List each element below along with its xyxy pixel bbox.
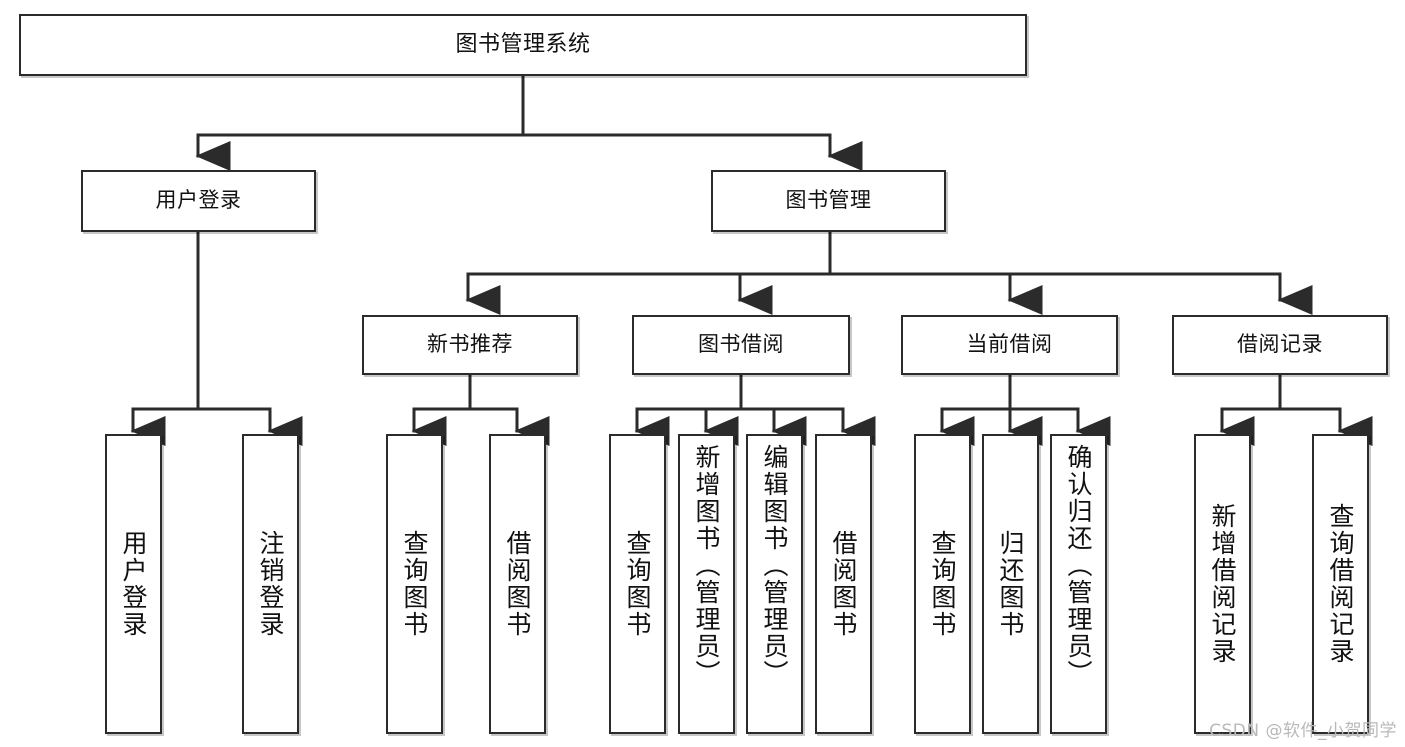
node-label: 当前借阅 [966,332,1053,357]
node-label: 查询图书 [928,530,957,638]
watermark-text: CSDN @软件_小贺同学 [1209,721,1397,741]
node-label: 图书管理 [785,188,872,213]
node-label: 查询图书 [400,530,429,638]
node-leaf-query-borrowing-record[interactable]: 查询借阅记录 [1312,434,1369,734]
node-leaf-add-borrowing-record[interactable]: 新增借阅记录 [1194,434,1251,734]
node-leaf-confirm-return-admin[interactable]: 确认归还（管理员） [1050,434,1107,734]
node-user-login[interactable]: 用户登录 [81,170,316,232]
node-leaf-user-login[interactable]: 用户登录 [105,434,162,734]
node-book-management[interactable]: 图书管理 [711,170,946,232]
node-label: 查询图书 [623,530,652,638]
node-book-management-system[interactable]: 图书管理系统 [19,14,1027,76]
node-new-book-recommendation[interactable]: 新书推荐 [362,315,578,375]
node-label: 新书推荐 [427,332,513,357]
node-label: 借阅图书 [503,530,532,638]
node-book-borrowing[interactable]: 图书借阅 [632,315,850,375]
node-leaf-return-book[interactable]: 归还图书 [982,434,1039,734]
node-label: 图书借阅 [698,332,784,357]
node-label: 注销登录 [256,530,285,638]
node-label: 借阅记录 [1237,332,1323,357]
node-label: 查询借阅记录 [1326,503,1355,665]
node-leaf-query-book-borrowing[interactable]: 查询图书 [609,434,666,734]
node-leaf-query-book-current[interactable]: 查询图书 [914,434,971,734]
node-label: 归还图书 [996,530,1025,638]
node-label: 新增借阅记录 [1208,503,1237,665]
node-label: 编辑图书（管理员） [760,444,789,687]
node-leaf-add-book-admin[interactable]: 新增图书（管理员） [678,434,735,734]
node-current-borrowing[interactable]: 当前借阅 [901,315,1118,375]
node-label: 借阅图书 [829,530,858,638]
node-leaf-logout-login[interactable]: 注销登录 [242,434,299,734]
node-label: 确认归还（管理员） [1064,444,1093,687]
node-label: 用户登录 [155,188,242,213]
node-label: 图书管理系统 [455,31,591,57]
node-label: 新增图书（管理员） [692,444,721,687]
node-leaf-edit-book-admin[interactable]: 编辑图书（管理员） [746,434,803,734]
node-leaf-borrow-book-recommendation[interactable]: 借阅图书 [489,434,546,734]
node-leaf-query-book-recommendation[interactable]: 查询图书 [386,434,443,734]
node-borrowing-record[interactable]: 借阅记录 [1172,315,1388,375]
node-label: 用户登录 [119,530,148,638]
node-leaf-borrow-book-borrowing[interactable]: 借阅图书 [815,434,872,734]
